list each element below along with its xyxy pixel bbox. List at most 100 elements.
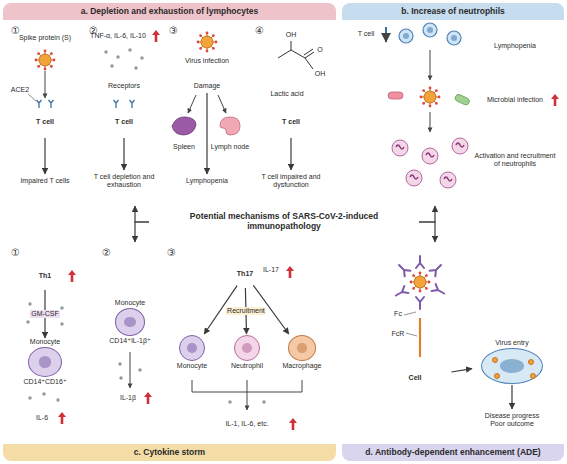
annotation-label: Spike protein (S): [19, 34, 71, 42]
cell-label: CD14⁺IL-1β⁺: [101, 337, 159, 345]
sub-panel: ③ Th17Monocyte NeutrophilMacrophage: [164, 246, 331, 438]
outcome-box: Lymphopenia: [172, 174, 242, 188]
annotation-label: Receptors: [108, 82, 140, 90]
arrow-connector: [135, 222, 149, 242]
cell-shape: [288, 335, 316, 361]
monocyte: Monocyte: [167, 334, 217, 370]
box-text: Disease progress Poor outcome: [477, 412, 547, 428]
nucleus: [39, 356, 52, 367]
title-band: Potential mechanisms of SARS-CoV-2-induc…: [149, 209, 419, 235]
annotation-label: Lactic acid: [270, 90, 303, 98]
sub-panel: ①Th1MonocyteCD14⁺CD16⁺: [8, 246, 96, 438]
annotation-label: IL-6: [36, 414, 48, 422]
infected-cell: Virus entry: [472, 339, 552, 385]
outcome-box: Disease progress Poor outcome: [474, 409, 550, 431]
outcome-box: T cell depletion and exhaustion: [88, 170, 160, 192]
annotation-label: Activation and recruitment of neutrophil…: [472, 152, 558, 168]
t-cell: T cell: [275, 106, 307, 138]
annotation-label: IL-1β: [120, 394, 136, 402]
tag-box: Microbial infection: [482, 93, 548, 107]
t-cell: T cell: [29, 106, 61, 138]
annotation-label: OH: [315, 70, 326, 78]
annotation-label: Lymph node: [211, 143, 249, 151]
arrow-connector: [511, 385, 512, 409]
arrow-connector: [451, 369, 472, 372]
cell-label: Monocyte: [101, 299, 159, 307]
step-number: ③: [169, 25, 178, 37]
step-number: ③: [167, 247, 176, 259]
annotation-label: IL-1, IL-6, etc.: [225, 420, 268, 428]
box-text: T cell depletion and exhaustion: [91, 173, 157, 189]
outcome-box: Impaired T cells: [11, 174, 79, 188]
damage-box: Damage: [185, 79, 229, 93]
panel-heading: a. Depletion and exhaustion of lymphocyt…: [3, 3, 336, 20]
box-text: Impaired T cells: [14, 177, 76, 185]
sub-panel: ②T cellT cell depletion and exhaustion: [86, 24, 163, 202]
annotation-label: Spleen: [173, 143, 195, 151]
step-number: ②: [102, 247, 111, 259]
box-text: T cell impaired and dysfunction: [258, 173, 324, 189]
cell-shape: [115, 308, 145, 336]
cell-name: T cell: [115, 118, 133, 126]
nucleus: [124, 317, 135, 327]
cell-name: Th17: [237, 270, 253, 278]
arrow-connector: [206, 93, 207, 174]
virus-particle: [494, 373, 500, 379]
step-number: ④: [255, 25, 264, 37]
shape-fill: [166, 24, 249, 202]
nucleus: [242, 343, 252, 353]
arrow-connector: [44, 138, 45, 174]
virus-particle: [528, 359, 534, 365]
tag-box: Lymphopenia: [484, 39, 546, 53]
cell-name: T cell: [282, 118, 300, 126]
cell-label: Monocyte: [167, 362, 217, 370]
panel: c. Cytokine storm①Th1MonocyteCD14⁺CD16⁺②…: [3, 242, 336, 461]
box-text: Potential mechanisms of SARS-CoV-2-induc…: [152, 212, 416, 232]
monocyte: MonocyteCD14⁺CD16⁺: [5, 338, 85, 386]
annotation-label: ACE2: [11, 86, 29, 94]
shape-fill: [342, 3, 564, 206]
panel: d. Antibody-dependent enhancement (ADE) C…: [342, 242, 564, 461]
panel-heading: b. Increase of neutrophils: [342, 3, 564, 20]
annotation-label: Fc: [394, 310, 402, 318]
neutrophil: Neutrophil: [222, 334, 272, 370]
annotation-label: IL-17: [263, 266, 279, 274]
arrow-connector: [290, 138, 291, 170]
cell-shape: [179, 335, 205, 361]
cell-name: Cell: [409, 374, 422, 382]
annotation-label: T cell: [358, 30, 375, 38]
panel-heading: d. Antibody-dependent enhancement (ADE): [342, 444, 564, 461]
sub-panel: ③ DamageLymphopenia: [166, 24, 249, 202]
th17-cell: Th17: [231, 260, 259, 288]
virus-particle: [492, 357, 498, 363]
th1-cell: Th1: [31, 262, 59, 290]
annotation-label: Virus infection: [185, 57, 229, 65]
box-text: Damage: [188, 82, 226, 90]
shape-fill: [8, 24, 83, 202]
box-text: Microbial infection: [485, 96, 545, 104]
nucleus: [187, 343, 197, 353]
sub-panel: ② MonocyteCD14⁺IL-1β⁺: [99, 246, 161, 438]
annotation-label: OH: [286, 31, 297, 39]
edge-label: GM-CSF: [30, 310, 60, 318]
nucleus: [500, 359, 524, 373]
annotation-label: FcR: [392, 330, 405, 338]
t-cell: T cell: [108, 106, 140, 138]
cell-name: T cell: [36, 118, 54, 126]
cell-label: Virus entry: [472, 339, 552, 347]
nucleus: [297, 343, 307, 353]
cell-shape: [28, 347, 62, 377]
monocyte: MonocyteCD14⁺IL-1β⁺: [101, 299, 159, 345]
arrow-connector: [123, 138, 124, 170]
arrow-connector: [419, 222, 435, 242]
box-text: Lymphopenia: [487, 42, 543, 50]
edge-label: Recruitment: [226, 307, 266, 315]
arrow-connector: [135, 206, 149, 222]
step-number: ①: [11, 25, 20, 37]
cell-name: Th1: [39, 272, 51, 280]
arrow-connector: [419, 206, 435, 222]
cell-label: Macrophage: [275, 362, 329, 370]
annotation-label: TNF-α, IL-6, IL-10: [90, 32, 146, 40]
